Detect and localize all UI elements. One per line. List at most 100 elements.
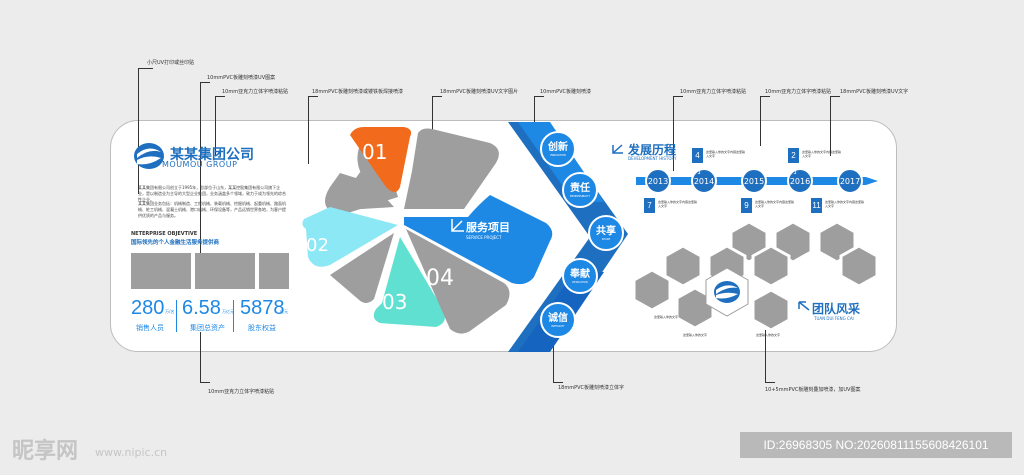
callout-line [760,96,761,146]
stat-value: 5878 [240,297,285,319]
objective-title: NETERPRISE OBJEVTIVE [131,231,198,237]
company-intro-1: 某某集团有限公司创立于1995年，总部位于山东，某某控股集团有限公司旗下企业，是… [138,185,286,202]
svg-text:INTEGRITY: INTEGRITY [551,324,565,328]
callout-line [534,96,544,97]
company-logo-icon [134,143,164,169]
team-photo-grid [632,222,879,332]
callout-line [830,96,831,156]
callout-line [200,382,210,383]
service-project-graphic: 01 02 03 04 服务项目 SERVICE PROJECT [302,127,553,334]
callout-line [200,82,210,83]
history-note: 这里输入你的文字内容这里输入文字 [825,200,865,208]
year-node: 2016 [787,168,813,194]
team-photo-hex [663,244,703,288]
team-photo-hex [751,288,791,332]
svg-text:共享: 共享 [596,224,616,237]
year-node: 2017 [837,168,863,194]
history-note: 这里输入你的文字内容这里输入文字 [755,200,795,208]
month-tag: 4月 [692,148,703,175]
callout-line [200,332,201,382]
team-note: 这里输入你的文字 [683,333,708,337]
svg-text:2013: 2013 [648,177,668,186]
callout-label: 18mmPVC板雕刻喷漆立体字 [558,385,625,391]
history-note: 这里输入你的文字内容这里输入文字 [706,150,746,158]
svg-text:诚信: 诚信 [548,311,568,324]
callout-label: 10mmPVC板雕刻喷漆UV图案 [207,75,276,81]
stat-label: 销售人员 [136,324,164,332]
callout-label: 10+5mmPVC板雕刻叠加喷漆，加UV图案 [765,387,861,393]
team-photo-hex [751,244,791,288]
team-note: 这里输入你的文字 [756,333,781,337]
photo-placeholder [131,253,191,289]
service-petal-04 [406,229,510,334]
year-node: 2014 [691,168,717,194]
svg-text:奉献: 奉献 [569,267,590,280]
stat-unit: 亿元 [280,309,288,314]
team-title: 团队风采 [812,302,861,316]
petal-number-04: 04 [426,266,454,291]
callout-line [534,96,535,140]
history-timeline: 2013 2014 2015 2016 2017 [636,168,878,194]
site-watermark: 昵享网 [12,439,79,464]
service-petal-01 [350,127,412,192]
history-subtitle: DEVELOPMENT HISTORY [628,156,677,161]
service-title: 服务项目 [466,220,510,234]
callout-line [215,96,225,97]
history-note: 这里输入你的文字内容这里输入文字 [802,150,842,158]
callout-label: 18mmPVC板雕刻喷漆UV文字 [840,89,909,95]
objective-subtitle: 国际领先的个人金融生活服务提供商 [131,240,220,246]
company-intro-2: 某某集团业务包括：机械制造、工程机械、装载机械、挖掘机械、起重机械、路面机械、桩… [138,201,286,218]
arrow-icon [451,220,463,232]
callout-line [765,382,775,383]
month-tag: 2月 [788,148,799,175]
callout-label: 10mm亚克力立体字喷漆粘贴 [208,389,275,395]
service-subtitle: SERVICE PROJECT [466,235,502,240]
callout-line [200,82,201,262]
petal-number-02: 02 [306,235,329,256]
team-arrow-icon [798,301,810,311]
svg-text:2017: 2017 [840,177,860,186]
history-arrow-icon [612,144,623,154]
company-english-name: MOUMOU GROUP [162,160,238,169]
callout-label: 10mm亚克力立体字喷漆粘贴 [222,89,289,95]
photo-placeholder [259,253,289,289]
callout-label: 10mmPVC板雕刻喷漆 [540,89,592,95]
svg-text:2014: 2014 [694,177,714,186]
callout-line [432,96,442,97]
year-node: 2013 [645,168,671,194]
stat-value: 280 [131,297,165,319]
callout-label: 18mmPVC板雕刻喷漆UV文字图片 [440,89,519,95]
service-petal-02 [302,207,398,267]
month-tag: 9月 [741,198,752,225]
callout-line [760,96,770,97]
svg-text:2015: 2015 [744,177,764,186]
team-photo-hex [839,244,879,288]
callout-line [308,96,318,97]
callout-line [553,338,554,382]
callout-line [308,96,309,164]
team-subtitle: TUAN DUI FENG CAI [814,316,854,321]
team-note: 这里输入你的文字 [654,315,679,319]
callout-line [138,68,153,69]
team-photo-hex [632,268,672,312]
svg-text:责任: 责任 [570,181,590,194]
petal-number-03: 03 [382,290,407,314]
divider [176,300,177,332]
photo-placeholder [195,253,255,289]
history-title: 发展历程 [628,143,677,157]
svg-text:创新: 创新 [547,140,568,153]
svg-text:2016: 2016 [790,177,810,186]
month-tag: 7月 [644,198,655,225]
callout-line [673,96,683,97]
callout-line [138,68,139,194]
callout-line [673,96,674,171]
stat-value: 6.58 [182,297,221,319]
service-petal [330,233,394,303]
callout-line [765,330,766,382]
company-name: 某某集团公司 [170,147,254,163]
month-tag: 11月 [811,198,822,225]
svg-text:INNOVATION: INNOVATION [550,153,566,157]
callout-line [553,382,563,383]
